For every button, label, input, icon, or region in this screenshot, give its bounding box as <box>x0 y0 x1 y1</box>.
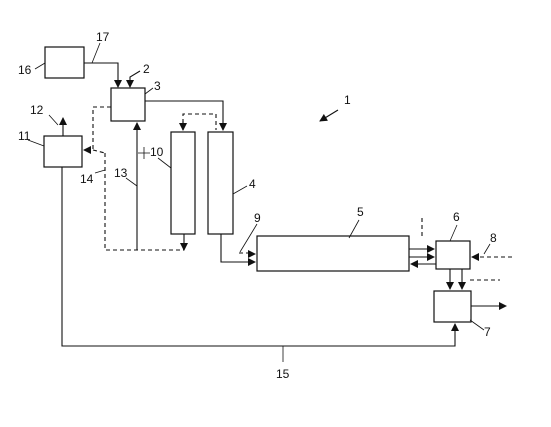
dash-14-link <box>92 149 106 154</box>
leader-12 <box>48 114 59 126</box>
label-6: 6 <box>453 210 460 224</box>
label-4: 4 <box>249 177 256 191</box>
label-12: 12 <box>30 103 44 117</box>
unit-7-box <box>433 290 472 323</box>
leader-9 <box>239 223 258 253</box>
leader-8 <box>483 243 491 255</box>
leader-6 <box>449 224 458 242</box>
unit-6-box <box>435 240 471 270</box>
dash-to-10 <box>182 113 217 130</box>
column-4 <box>207 131 234 235</box>
leader-5 <box>348 219 360 239</box>
cursor-crosshair-icon <box>138 147 150 159</box>
leader-7 <box>469 319 485 331</box>
label-2: 2 <box>143 62 150 76</box>
column-10 <box>170 131 196 235</box>
label-8: 8 <box>490 231 497 245</box>
label-3: 3 <box>154 79 161 93</box>
label-7: 7 <box>484 325 491 339</box>
unit-5-box <box>256 235 410 272</box>
dash-14 <box>86 106 111 151</box>
flow-15 <box>61 167 459 347</box>
label-10: 10 <box>150 145 164 159</box>
label-5: 5 <box>357 205 364 219</box>
flow-17 <box>84 62 122 88</box>
flow-3-to-4 <box>145 100 227 131</box>
leader-14 <box>94 169 106 174</box>
leader-10 <box>157 157 172 169</box>
flow-4-to-5 <box>220 234 256 266</box>
label-15: 15 <box>276 367 290 381</box>
leader-11 <box>27 139 45 147</box>
label-17: 17 <box>96 30 110 44</box>
label-1: 1 <box>344 93 351 107</box>
unit-11-box <box>43 135 83 168</box>
dash-to-5 <box>239 252 250 255</box>
unit-16-box <box>44 46 85 79</box>
leader-3 <box>144 87 154 95</box>
label-14: 14 <box>80 172 94 186</box>
dash-13-loop <box>104 153 184 251</box>
unit-3-box <box>110 87 146 122</box>
flow-2 <box>126 70 141 88</box>
label-16: 16 <box>18 63 32 77</box>
leader-16 <box>34 62 46 70</box>
leader-13 <box>125 177 138 187</box>
label-13: 13 <box>114 166 128 180</box>
leader-1 <box>319 109 339 122</box>
leader-4 <box>232 185 248 195</box>
leader-17 <box>91 42 101 64</box>
label-11: 11 <box>18 129 31 143</box>
label-9: 9 <box>254 211 261 225</box>
